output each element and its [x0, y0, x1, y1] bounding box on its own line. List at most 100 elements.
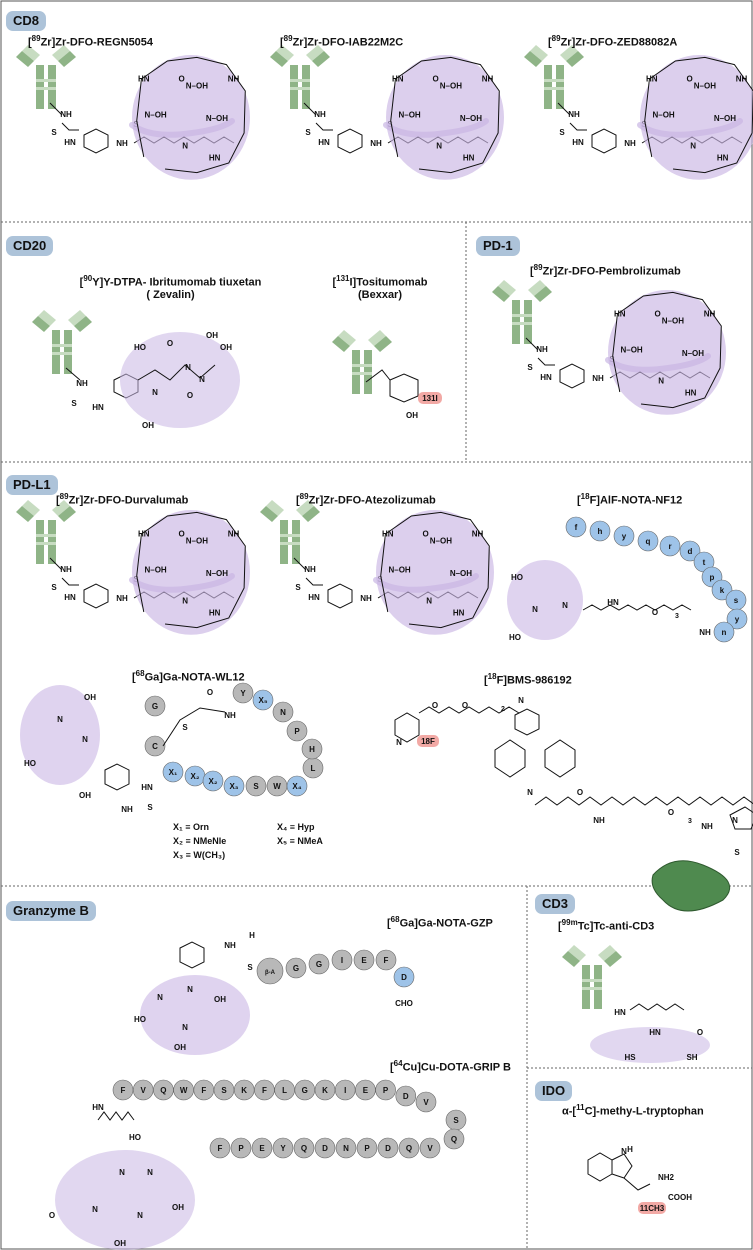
aniline-nh: HN: [572, 138, 584, 147]
amino-acid-label: S: [221, 1086, 227, 1095]
chelator-glow: [386, 55, 504, 180]
amino-acid-bead: [398, 1137, 420, 1159]
title-bexxar: [131I]Tositumomab(Bexxar): [332, 274, 428, 301]
amide-nh: NH: [224, 711, 236, 720]
amide-nh: HN: [685, 389, 697, 398]
antibody-arm-left-outer: [276, 45, 294, 61]
carbonyl-o: O: [686, 74, 692, 83]
ether-o: O: [432, 701, 438, 710]
thiol: HS: [624, 1053, 636, 1062]
linker-bond: [293, 557, 307, 571]
antibody-hinge: [352, 372, 372, 375]
amino-acid-bead: [286, 775, 308, 797]
amide-nh: NH: [593, 816, 605, 825]
amine-n: N: [92, 1205, 98, 1214]
antibody: [332, 330, 392, 394]
hydroxamate: N–OH: [430, 537, 452, 546]
carbonyl-o: O: [654, 309, 660, 318]
amino-acid-bead: [713, 621, 735, 643]
antibody-arm-right-outer: [368, 330, 386, 346]
title-atezolizumab: [89Zr]Zr-DFO-Atezolizumab: [296, 492, 436, 507]
fluorine-18-highlight: [417, 735, 439, 747]
amide-nh: HN: [646, 74, 658, 83]
section-badge-pd1: PD-1: [476, 236, 520, 256]
antibody: [492, 280, 552, 344]
amino-acid-bead: [375, 1079, 396, 1101]
amide-n: N: [658, 377, 664, 386]
amide-nh: HN: [607, 598, 619, 607]
ether-o: O: [462, 701, 468, 710]
title-bms986192: [18F]BMS-986192: [484, 672, 572, 687]
amino-acid-label: P: [383, 1086, 389, 1095]
amino-acid-bead: [285, 957, 307, 979]
wl12-key-x4: X₄ ≡ Hyp: [277, 822, 315, 832]
linker-bond: [49, 102, 63, 116]
amide-nh: NH: [701, 822, 713, 831]
section-badge-ido: IDO: [535, 1081, 573, 1101]
adnectin-protein: [651, 860, 731, 912]
antibody-hinge: [512, 314, 532, 317]
amide-nh: NH: [736, 74, 748, 83]
aniline-nh: HN: [540, 373, 552, 382]
amino-acid-bead: [272, 701, 294, 723]
carbonyl-o: O: [697, 1028, 703, 1037]
carboxyl: OH: [84, 693, 96, 702]
benzene-ring: [83, 583, 109, 609]
carbonyl-o: O: [187, 391, 193, 400]
macrocycle-ring: [644, 56, 753, 174]
hydroxamate: N–OH: [460, 114, 482, 123]
hydroxamate: N–OH: [440, 82, 462, 91]
thiourea: [61, 122, 79, 131]
section-badge-cd3: CD3: [535, 894, 576, 914]
carboxyl: HO: [134, 1015, 146, 1024]
amino-acid-bead: [314, 1137, 336, 1159]
amino-acid-bead: [353, 949, 375, 971]
amino-acid-bead: [232, 682, 254, 704]
antibody-arm-left-outer: [498, 280, 516, 296]
linker-bond: [525, 337, 539, 351]
amino-acid-bead: [272, 1137, 294, 1159]
amino-acid-bead: [565, 516, 587, 538]
pyridine-ring: [394, 712, 420, 743]
carboxyl: HO: [24, 759, 36, 768]
benzo-ring-right: [544, 739, 576, 778]
amide-n: N: [436, 142, 442, 151]
amide-nh: NH: [472, 529, 484, 538]
amino-acid-label: W: [180, 1086, 188, 1095]
antibody-hinge: [52, 352, 72, 355]
benzene-ring: [179, 941, 205, 969]
antibody-arm-left-inner: [562, 951, 580, 967]
amide-nh: HN: [209, 609, 221, 618]
peg-o: O: [668, 808, 674, 817]
antibody-arm-left-outer: [22, 45, 40, 61]
carboxyl: HO: [511, 573, 523, 582]
carbonyl-o: O: [49, 1211, 55, 1220]
amino-acid-bead: [286, 720, 308, 742]
antibody: [270, 45, 330, 109]
bms986192-structure: 18FNOO2NNONHO3NHNOOS: [394, 696, 753, 912]
section-badge-granzyme: Granzyme B: [6, 901, 96, 921]
thiourea-nh: NH: [60, 110, 72, 119]
amino-acid-bead: [375, 949, 397, 971]
amino-acid-label: β-A: [265, 970, 276, 976]
thiourea: [537, 357, 555, 366]
molecular-structures: NHSHNNHSHNON–OHNHN–OHN–OHNHNNHSHNNHSHNON…: [16, 45, 753, 1250]
amino-acid-label: X₁: [169, 768, 178, 777]
amino-acid-label: W: [273, 782, 281, 791]
thiourea: [569, 122, 587, 131]
carboxyl: OH: [220, 343, 232, 352]
antibody: [16, 45, 76, 109]
thiourea-nh: NH: [568, 110, 580, 119]
antibody-arm-right-outer: [296, 500, 314, 516]
grip-peptide-turn: SQ: [443, 1109, 467, 1150]
amide-nh: HN: [453, 609, 465, 618]
amine-n: N: [182, 1023, 188, 1032]
antibody-arm-right-outer: [52, 45, 70, 61]
amine-n: N: [82, 735, 88, 744]
thiourea-nh: NH: [121, 805, 133, 814]
antibody-arm-right-inner: [566, 51, 584, 67]
